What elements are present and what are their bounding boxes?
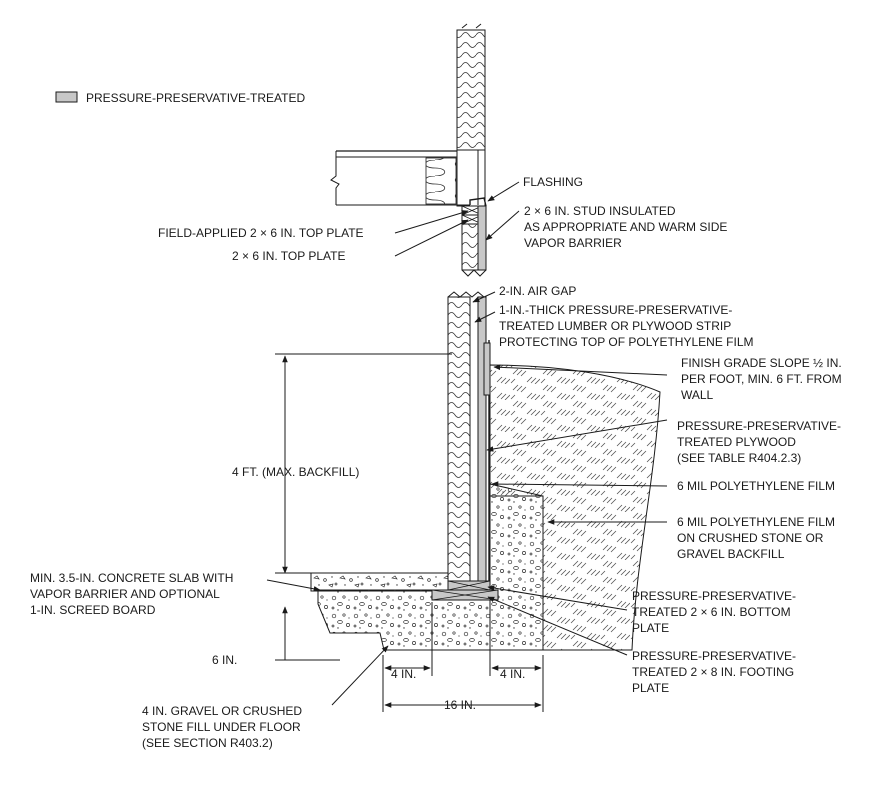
label-field-top-plate: FIELD-APPLIED 2 × 6 IN. TOP PLATE: [158, 226, 364, 240]
label-bottom-plate: PLATE: [632, 621, 669, 635]
leader-lines: [266, 181, 668, 706]
gravel-backfill: [489, 483, 544, 651]
legend-swatch: [55, 91, 78, 103]
label-six-in: 6 IN.: [212, 653, 237, 667]
basement-wall: [447, 291, 491, 584]
label-top-plate: 2 × 6 IN. TOP PLATE: [232, 249, 346, 263]
label-poly-crushed: ON CRUSHED STONE OR: [677, 531, 824, 545]
label-poly-crushed: 6 MIL POLYETHYLENE FILM: [677, 515, 835, 529]
dimension-lines: [275, 353, 544, 712]
label-footing-plate: TREATED 2 × 8 IN. FOOTING: [632, 665, 794, 679]
label-slab: VAPOR BARRIER AND OPTIONAL: [30, 587, 220, 601]
label-finish-grade: FINISH GRADE SLOPE ½ IN.: [681, 356, 842, 370]
label-plywood: TREATED PLYWOOD: [677, 435, 796, 449]
label-plywood: (SEE TABLE R404.2.3): [677, 451, 801, 465]
label-finish-grade: WALL: [681, 388, 714, 402]
label-gravel: STONE FILL UNDER FLOOR: [142, 720, 301, 734]
upper-wall: [330, 23, 487, 277]
label-sixteen-in: 16 IN.: [444, 698, 476, 712]
label-poly-crushed: GRAVEL BACKFILL: [677, 547, 785, 561]
label-finish-grade: PER FOOT, MIN. 6 FT. FROM: [681, 372, 842, 386]
label-four-in-left: 4 IN.: [391, 667, 416, 681]
label-strip: 1-IN.-THICK PRESSURE-PRESERVATIVE-: [499, 303, 732, 317]
label-footing-plate: PLATE: [632, 681, 669, 695]
label-slab: MIN. 3.5-IN. CONCRETE SLAB WITH: [30, 571, 233, 585]
label-four-in-right: 4 IN.: [500, 667, 525, 681]
label-stud: VAPOR BARRIER: [524, 236, 622, 250]
label-bottom-plate: TREATED 2 × 6 IN. BOTTOM: [632, 605, 791, 619]
label-poly-film: 6 MIL POLYETHYLENE FILM: [677, 479, 835, 493]
label-gravel: 4 IN. GRAVEL OR CRUSHED: [142, 704, 302, 718]
label-flashing: FLASHING: [523, 175, 583, 189]
label-stud: AS APPROPRIATE AND WARM SIDE: [524, 220, 727, 234]
label-backfill: 4 FT. (MAX. BACKFILL): [232, 465, 359, 479]
label-air-gap: 2-IN. AIR GAP: [499, 284, 576, 298]
label-footing-plate: PRESSURE-PRESERVATIVE-: [632, 649, 796, 663]
backfill-soil: [489, 364, 661, 651]
legend-label: PRESSURE-PRESERVATIVE-TREATED: [86, 91, 305, 105]
concrete-slab: [310, 572, 449, 592]
label-bottom-plate: PRESSURE-PRESERVATIVE-: [632, 589, 796, 603]
label-plywood: PRESSURE-PRESERVATIVE-: [677, 419, 841, 433]
label-stud: 2 × 6 IN. STUD INSULATED: [524, 204, 676, 218]
label-gravel: (SEE SECTION R403.2): [142, 736, 273, 750]
label-strip: PROTECTING TOP OF POLYETHYLENE FILM: [499, 335, 754, 349]
label-strip: TREATED LUMBER OR PLYWOOD STRIP: [499, 319, 731, 333]
label-slab: 1-IN. SCREED BOARD: [30, 603, 156, 617]
callout-labels: FLASHING FIELD-APPLIED 2 × 6 IN. TOP PLA…: [30, 175, 842, 750]
